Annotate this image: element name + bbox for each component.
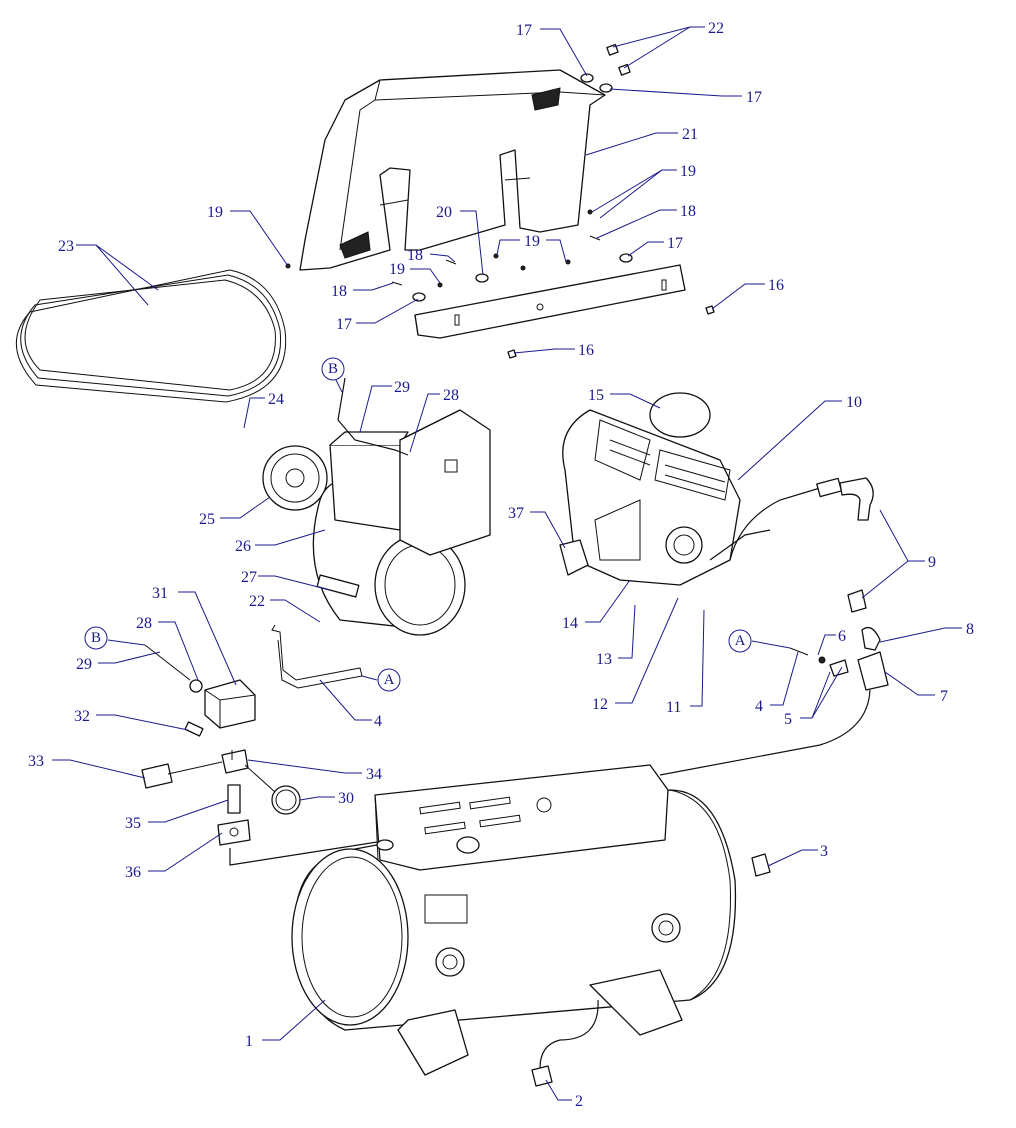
callout-19-middle: 19 — [524, 233, 540, 250]
callout-37: 37 — [508, 505, 524, 522]
check-valve-assembly — [659, 626, 889, 776]
callout-29-top: 29 — [394, 379, 410, 396]
callout-31: 31 — [152, 585, 168, 602]
callout-19-far-left: 19 — [207, 204, 223, 221]
callout-4-right: 4 — [755, 698, 763, 715]
callout-26: 26 — [235, 538, 251, 555]
motor-pulley — [262, 445, 328, 511]
callout-14: 14 — [562, 615, 578, 632]
callout-19-left: 19 — [389, 261, 405, 278]
callout-15: 15 — [588, 387, 604, 404]
callout-4-left: 4 — [374, 713, 382, 730]
callout-21: 21 — [682, 126, 698, 143]
callout-6: 6 — [838, 628, 846, 645]
callout-16-right: 16 — [768, 277, 784, 294]
air-tank — [291, 764, 737, 1076]
callout-30: 30 — [338, 790, 354, 807]
callout-18-left: 18 — [331, 283, 347, 300]
reference-markers: B B A A — [84, 357, 752, 692]
callout-8: 8 — [966, 621, 974, 638]
callout-5: 5 — [784, 711, 792, 728]
callout-2: 2 — [575, 1093, 583, 1110]
callout-19-right: 19 — [680, 163, 696, 180]
unloader-tube — [337, 377, 409, 456]
callout-28-top: 28 — [443, 387, 459, 404]
pressure-switch-assembly — [141, 644, 301, 846]
callout-23: 23 — [58, 238, 74, 255]
discharge-tube — [729, 477, 874, 613]
callout-17-left: 17 — [336, 316, 352, 333]
callout-22-middle: 22 — [249, 593, 265, 610]
ref-a-right-circle — [728, 629, 752, 653]
callout-17-top-left: 17 — [516, 22, 532, 39]
callout-10: 10 — [846, 394, 862, 411]
belt-guard — [299, 69, 606, 271]
ref-b-top-circle — [321, 357, 345, 381]
ref-a-left-circle — [377, 668, 401, 692]
tie-rod — [271, 624, 363, 689]
electric-motor — [312, 409, 491, 636]
callout-29-left: 29 — [76, 656, 92, 673]
callout-22-top: 22 — [708, 20, 724, 37]
drain-valve-plug — [531, 853, 771, 1087]
callout-35: 35 — [125, 815, 141, 832]
ref-b-top: B — [328, 361, 338, 377]
leader-lines — [52, 26, 962, 1101]
ref-b-left: B — [91, 630, 101, 646]
callout-17-top-right: 17 — [746, 89, 762, 106]
ref-b-left-circle — [84, 626, 108, 650]
drive-belt — [16, 269, 287, 403]
callout-34: 34 — [366, 766, 382, 783]
callout-9: 9 — [928, 554, 936, 571]
callout-24: 24 — [268, 391, 284, 408]
callout-12: 12 — [592, 696, 608, 713]
compressor-pump — [559, 392, 741, 586]
callout-33: 33 — [28, 753, 44, 770]
callout-labels: 17 22 17 21 19 18 17 19 20 18 19 18 17 1… — [28, 20, 974, 1110]
guard-bracket — [414, 264, 686, 339]
callout-3: 3 — [820, 843, 828, 860]
callout-17-bracket: 17 — [667, 235, 683, 252]
callout-36: 36 — [125, 864, 141, 881]
callout-7: 7 — [940, 688, 948, 705]
ref-a-left: A — [384, 672, 395, 688]
callout-27: 27 — [241, 569, 257, 586]
callout-25: 25 — [199, 511, 215, 528]
callout-18-right: 18 — [680, 203, 696, 220]
callout-18-middle: 18 — [407, 247, 423, 264]
ref-a-right: A — [735, 633, 746, 649]
callout-11: 11 — [666, 699, 681, 716]
callout-13: 13 — [596, 651, 612, 668]
pump-hose — [709, 529, 771, 561]
callout-28-left: 28 — [136, 615, 152, 632]
hardware-washers-bolts — [285, 43, 715, 359]
callout-20: 20 — [436, 204, 452, 221]
callout-16-bottom: 16 — [578, 342, 594, 359]
callout-32: 32 — [74, 708, 90, 725]
callout-1: 1 — [245, 1033, 253, 1050]
